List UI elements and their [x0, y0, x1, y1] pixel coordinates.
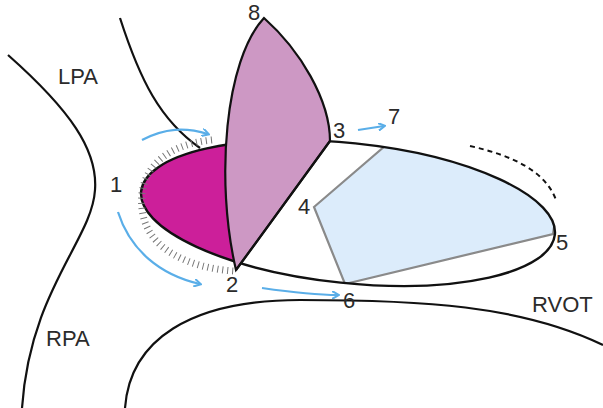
callout-number: 4: [298, 196, 310, 218]
vessel-label: RPA: [46, 328, 90, 350]
callout-number: 1: [110, 174, 122, 196]
callout-number: 6: [343, 290, 355, 312]
vessel-label: LPA: [58, 66, 98, 88]
callout-number: 7: [388, 106, 400, 128]
callout-number: 8: [248, 2, 260, 24]
callout-number: 5: [556, 232, 568, 254]
callout-number: 2: [226, 274, 238, 296]
vessel-label: RVOT: [532, 294, 593, 316]
callout-number: 3: [333, 120, 345, 142]
